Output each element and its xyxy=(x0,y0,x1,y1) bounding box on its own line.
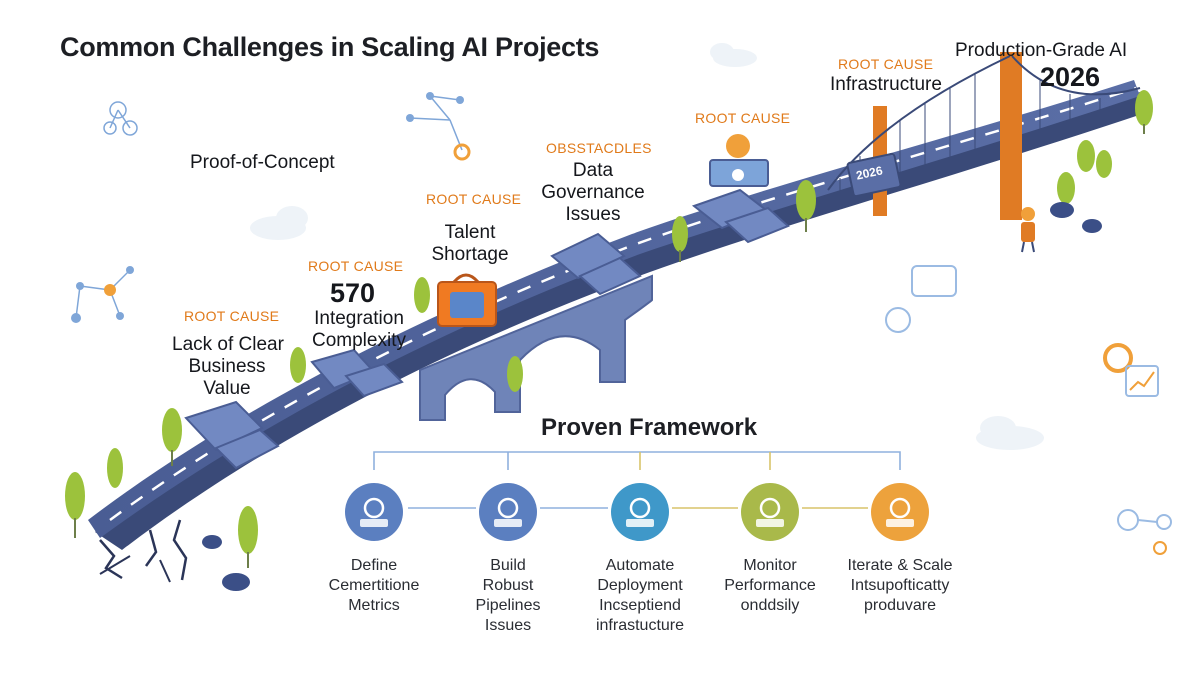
root-cause-tag: ROOT CAUSE xyxy=(695,110,791,126)
2026-sign xyxy=(846,152,902,198)
rock-icon xyxy=(202,202,1102,591)
chat-gear-icon xyxy=(885,265,957,333)
page-title: Common Challenges in Scaling AI Projects xyxy=(60,32,600,62)
framework-title: Proven Framework xyxy=(541,414,758,441)
challenge-infrastructure: Infrastructure xyxy=(830,74,942,95)
infrastructure-icon xyxy=(709,134,769,187)
iterate-scale-icon xyxy=(871,483,929,541)
network-icon xyxy=(75,95,463,319)
root-cause-tag: ROOT CAUSE xyxy=(426,191,522,207)
framework-connectors xyxy=(373,451,901,509)
tree-icon xyxy=(65,90,1153,568)
obstacles-tag: OBSSTACDLES xyxy=(546,140,652,156)
network-node-icon xyxy=(76,92,464,320)
pipeline-gear-icon xyxy=(479,483,537,541)
viaduct xyxy=(419,274,653,421)
gear-icon xyxy=(453,143,471,161)
challenge-number: 570 xyxy=(330,278,376,308)
root-cause-tag: ROOT CAUSE xyxy=(308,258,404,274)
target-people-icon xyxy=(345,483,403,541)
node-highlight-icon xyxy=(104,284,116,296)
goal-label: Production-Grade AI xyxy=(955,40,1128,61)
root-cause-tag: ROOT CAUSE xyxy=(184,308,280,324)
connection-icon xyxy=(1117,509,1172,555)
root-cause-tag: ROOT CAUSE xyxy=(838,56,934,72)
suspension-bridge xyxy=(827,52,1141,220)
monitor-people-icon xyxy=(741,483,799,541)
cloud-icon xyxy=(250,43,1044,450)
toolbox-icon xyxy=(437,273,497,327)
worker-figure-icon xyxy=(1021,207,1035,253)
automation-network-icon xyxy=(611,483,669,541)
analytics-gear-icon xyxy=(1103,343,1159,397)
start-label: Proof-of-Concept xyxy=(190,152,335,173)
goal-year: 2026 xyxy=(1040,62,1101,92)
broken-road-blocks xyxy=(184,188,790,470)
gear-icon xyxy=(71,313,81,323)
